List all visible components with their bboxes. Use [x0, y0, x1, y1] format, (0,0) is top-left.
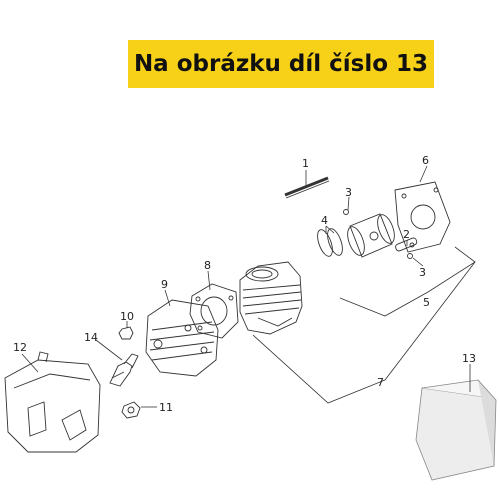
part-spark-plug — [109, 353, 139, 387]
part-piston — [347, 213, 395, 258]
part-circlip-upper — [343, 209, 349, 215]
part-hex-nut — [121, 401, 141, 419]
callout-4: 4 — [321, 214, 328, 227]
leader-6 — [419, 165, 428, 183]
part-13-document — [415, 379, 497, 481]
part-piston-rings — [317, 228, 343, 257]
banner-text: Na obrázku díl číslo 13 — [133, 51, 429, 77]
leader-14 — [95, 339, 123, 361]
leader-4b — [325, 225, 335, 234]
callout-9: 9 — [161, 278, 168, 291]
part-cylinder — [239, 261, 303, 335]
part-circlip-lower — [407, 253, 413, 259]
callout-8: 8 — [204, 259, 211, 272]
leader-9 — [164, 289, 171, 307]
callout-11: 11 — [159, 401, 173, 414]
part-cap-nut — [118, 326, 134, 340]
callout-3-lower: 3 — [419, 266, 426, 279]
part-cylinder-head — [145, 299, 219, 377]
part-head-gasket — [189, 283, 239, 339]
leader-bracket-7 — [252, 261, 476, 404]
callout-13: 13 — [462, 352, 476, 365]
callout-6: 6 — [422, 154, 429, 167]
callout-7: 7 — [377, 376, 384, 389]
part-gasket-6 — [394, 181, 451, 253]
callout-1: 1 — [302, 157, 309, 170]
callout-12: 12 — [13, 341, 27, 354]
part-piston-pin — [395, 237, 418, 252]
highlight-banner: Na obrázku díl číslo 13 — [128, 40, 434, 88]
leader-bracket-5 — [339, 246, 476, 317]
callout-2: 2 — [403, 228, 410, 241]
leader-8 — [207, 270, 211, 291]
part-stud-bolt — [284, 176, 330, 199]
callout-5: 5 — [423, 296, 430, 309]
leader-3b — [412, 257, 424, 267]
callout-3-upper: 3 — [345, 186, 352, 199]
leader-3a — [347, 196, 350, 211]
part-head-cover — [4, 351, 101, 453]
callout-10: 10 — [120, 310, 134, 323]
leader-12 — [21, 353, 39, 373]
callout-14: 14 — [84, 331, 98, 344]
